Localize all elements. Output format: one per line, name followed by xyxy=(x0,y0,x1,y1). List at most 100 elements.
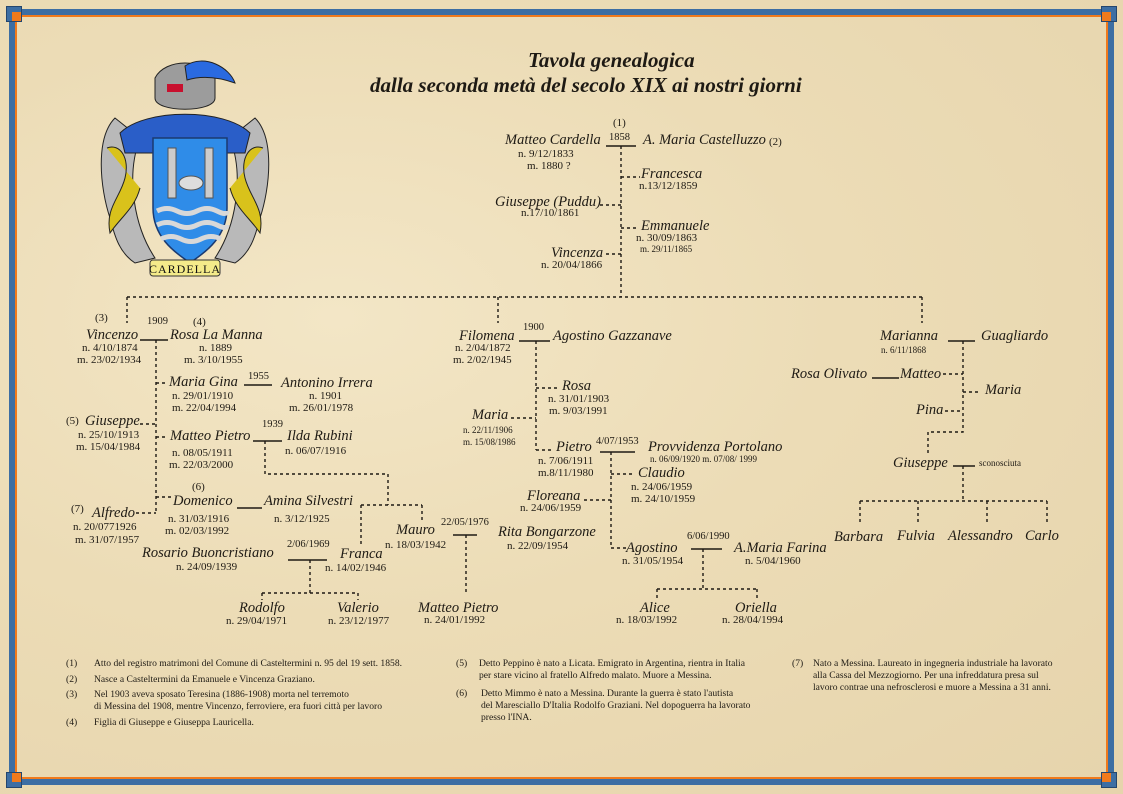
person-name: Giuseppe (Puddu) xyxy=(495,194,601,210)
frame-corner-accent xyxy=(1102,12,1111,21)
birth-date: n. 14/02/1946 xyxy=(325,562,387,574)
death-date: m. 15/04/1984 xyxy=(76,441,141,453)
birth-date: n. 3/12/1925 xyxy=(274,513,330,525)
person-name: Agostino xyxy=(626,540,678,556)
footnote-text: presso l'INA. xyxy=(481,712,532,723)
person-name: Agostino Gazzanave xyxy=(553,328,672,344)
death-date: m. 23/02/1934 xyxy=(77,354,142,366)
birth-date: n. 06/07/1916 xyxy=(285,445,347,457)
birth-date: n. 31/03/1916 xyxy=(168,513,230,525)
frame-corner-accent xyxy=(12,12,21,21)
person-name: Alessandro xyxy=(948,528,1013,544)
person-name: Matteo Pietro xyxy=(418,600,499,616)
svg-text:CARDELLA: CARDELLA xyxy=(149,262,221,276)
death-date: m. 1880 ? xyxy=(527,160,571,172)
death-date: m. 31/07/1957 xyxy=(75,534,140,546)
birth-date: n. 5/04/1960 xyxy=(745,555,801,567)
person-name: Pina xyxy=(916,402,944,418)
footnote-number: (5) xyxy=(456,658,468,669)
person-name: Alice xyxy=(640,600,670,616)
birth-date: n. 25/10/1913 xyxy=(78,429,140,441)
person-name: Claudio xyxy=(638,465,685,481)
death-date: m. 02/03/1992 xyxy=(165,525,230,537)
birth-date: n.17/10/1861 xyxy=(521,207,580,219)
person-name: Maria Gina xyxy=(169,374,238,390)
frame-corner-accent xyxy=(12,773,21,782)
person-name: Carlo xyxy=(1025,528,1059,544)
person-name: Vincenza xyxy=(551,245,604,261)
footnote-number: (7) xyxy=(792,658,804,669)
footnote-text: Nel 1903 aveva sposato Teresina (1886-19… xyxy=(94,689,349,700)
death-date: m. 22/04/1994 xyxy=(172,402,237,414)
person-name: Vincenzo xyxy=(86,327,139,343)
birth-date: n. 29/04/1971 xyxy=(226,615,288,627)
person-name: Antonino Irrera xyxy=(281,375,373,391)
birth-date: n. 24/01/1992 xyxy=(424,614,486,626)
person-name: Maria xyxy=(472,407,509,423)
marriage-date: 6/06/1990 xyxy=(687,531,730,542)
footnote-ref: (5) xyxy=(66,415,79,427)
footnote-text: del Maresciallo D'Italia Rodolfo Grazian… xyxy=(481,700,751,711)
footnote-text: alla Cassa del Mezzogiorno. Per una infr… xyxy=(813,670,1039,681)
birth-date: n. 31/01/1903 xyxy=(548,393,610,405)
person-name: Maria xyxy=(985,382,1022,398)
birth-date: n. 24/06/1959 xyxy=(631,481,693,493)
person-name: Pietro xyxy=(556,439,592,455)
birth-date: n. 24/09/1939 xyxy=(176,561,238,573)
birth-date: n. 7/06/1911 xyxy=(538,455,594,467)
person-name: Alfredo xyxy=(92,505,135,521)
death-date: m. 9/03/1991 xyxy=(549,405,608,417)
birth-date: n. 23/12/1977 xyxy=(328,615,390,627)
marriage-date: 2/06/1969 xyxy=(287,539,330,550)
birth-date: n. 20/04/1866 xyxy=(541,259,603,271)
birth-date: n. 6/11/1868 xyxy=(881,345,927,355)
birth-date: n. 29/01/1910 xyxy=(172,390,234,402)
footnote-text: Detto Peppino è nato a Licata. Emigrato … xyxy=(479,658,745,669)
footnote-ref: (2) xyxy=(769,136,782,148)
footnote-text: lavoro contrae una nefrosclerosi e muore… xyxy=(813,682,1051,693)
death-date: m. 26/01/1978 xyxy=(289,402,354,414)
page-frame-inner xyxy=(15,15,1108,779)
person-name: Ilda Rubini xyxy=(287,428,353,444)
life-dates: n. 06/09/1920 m. 07/08/ 1999 xyxy=(650,454,758,464)
marriage-date: 4/07/1953 xyxy=(596,436,639,447)
footnote-text: Nasce a Casteltermini da Emanuele e Vinc… xyxy=(94,674,315,685)
footnote-number: (1) xyxy=(66,658,78,669)
birth-date: n. 1901 xyxy=(309,390,342,402)
death-date: m. 22/03/2000 xyxy=(169,459,234,471)
birth-date: n. 9/12/1833 xyxy=(518,148,574,160)
footnote-text: Figlia di Giuseppe e Giuseppa Lauricella… xyxy=(94,717,254,728)
birth-date: n. 2/04/1872 xyxy=(455,342,511,354)
marriage-year: 1955 xyxy=(248,371,269,382)
birth-date: n. 1889 xyxy=(199,342,232,354)
spouse-unknown: sconosciuta xyxy=(979,458,1021,468)
person-name: Francesca xyxy=(641,166,703,182)
footnote-ref: (4) xyxy=(193,316,206,328)
page-frame xyxy=(9,9,1114,785)
birth-date: n. 31/05/1954 xyxy=(622,555,684,567)
birth-date: n. 22/09/1954 xyxy=(507,540,569,552)
footnote-ref: (1) xyxy=(613,117,626,129)
title-line-2: dalla seconda metà del secolo XIX ai nos… xyxy=(370,73,802,97)
footnote-number: (2) xyxy=(66,674,78,685)
person-name: Rosa La Manna xyxy=(170,327,263,343)
person-name: Rosario Buoncristiano xyxy=(142,545,274,561)
person-name: Fulvia xyxy=(897,528,935,544)
footnote-ref: (7) xyxy=(71,503,84,515)
death-date: m. 29/11/1865 xyxy=(640,244,693,254)
marriage-year: 1909 xyxy=(147,316,168,327)
person-name: Matteo Cardella xyxy=(505,132,601,148)
birth-date: n. 28/04/1994 xyxy=(722,614,784,626)
birth-date: n. 22/11/1906 xyxy=(463,425,513,435)
coat-of-arms: CARDELLA xyxy=(100,60,270,277)
marriage-year: 1858 xyxy=(609,132,630,143)
marriage-year: 1900 xyxy=(523,322,544,333)
person-name: Matteo xyxy=(900,366,942,382)
birth-date: n. 24/06/1959 xyxy=(520,502,582,514)
death-date: m. 2/02/1945 xyxy=(453,354,512,366)
birth-date: n. 30/09/1863 xyxy=(636,232,698,244)
person-name: Rosa Olivato xyxy=(791,366,868,382)
person-name: Valerio xyxy=(337,600,379,616)
person-name: Guagliardo xyxy=(981,328,1049,344)
